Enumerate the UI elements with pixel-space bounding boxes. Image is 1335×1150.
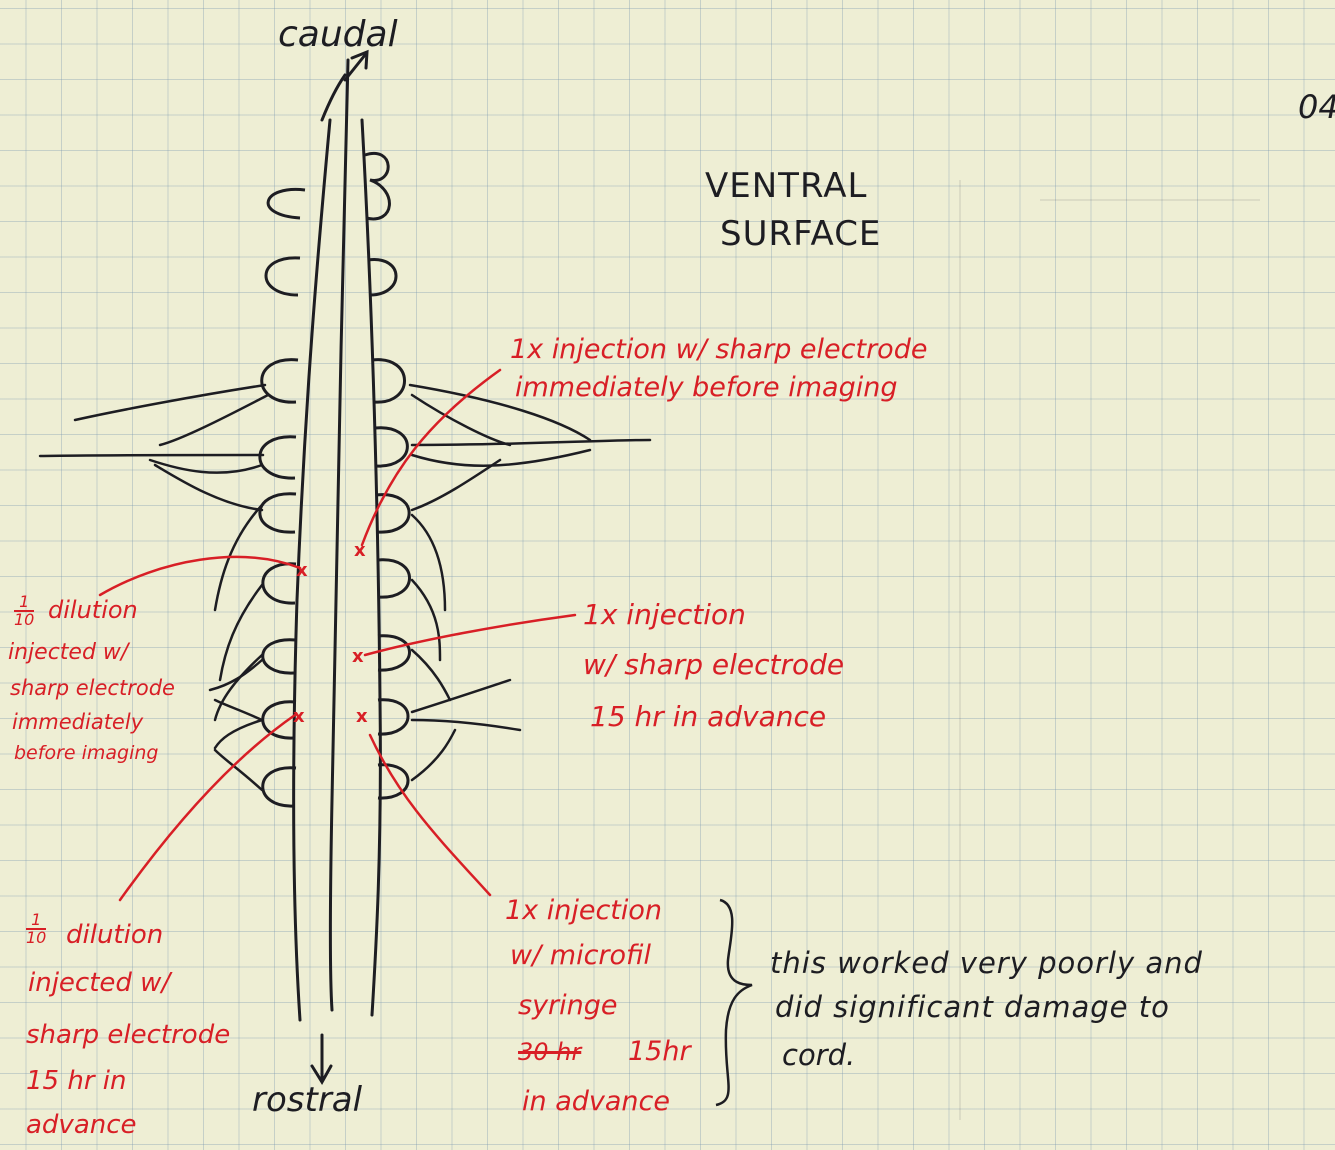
annotation-2-line-3: 15 hr in advance (590, 700, 826, 733)
annotation-4-fraction-numerator: 1 (26, 912, 46, 928)
rostral-arrow (312, 1035, 331, 1082)
annotation-4-line-5: advance (26, 1110, 137, 1140)
annotation-3-line-4: immediately (12, 710, 143, 734)
annotation-4-line-4: 15 hr in (26, 1066, 126, 1096)
comment-line-3: cord. (782, 1038, 855, 1072)
comment-line-2: did significant damage to (775, 990, 1170, 1024)
annotation-3-fraction-numerator: 1 (14, 594, 34, 610)
annotation-4-fraction: 1 10 (26, 912, 46, 946)
annotation-4-fraction-denominator: 10 (26, 928, 46, 946)
annotation-4-line-1: dilution (66, 920, 163, 950)
annotation-2-line-2: w/ sharp electrode (583, 648, 844, 681)
injection-markers: x x x x x (293, 540, 368, 727)
injection-marker: x (356, 706, 368, 727)
annotation-4-line-2: injected w/ (28, 968, 170, 998)
annotation-5-line-4: 15hr (628, 1036, 691, 1067)
rostral-label: rostral (252, 1080, 362, 1120)
annotation-leaders (100, 370, 575, 900)
annotation-3-line-5: before imaging (14, 742, 158, 764)
injection-marker: x (296, 560, 308, 581)
annotation-3-line-1: dilution (48, 596, 138, 624)
spinal-cord-outline (294, 60, 381, 1020)
title-surface: SURFACE (720, 214, 881, 254)
injection-marker: x (293, 706, 305, 727)
annotation-1-line-2: immediately before imaging (515, 372, 897, 403)
annotation-5-line-5: in advance (522, 1086, 670, 1117)
annotation-2-line-1: 1x injection (583, 598, 746, 631)
caudal-label: caudal (278, 14, 398, 55)
annotation-4-line-3: sharp electrode (26, 1020, 230, 1050)
title-ventral: VENTRAL (705, 166, 867, 206)
brace (716, 900, 752, 1105)
annotation-5-line-3: syringe (518, 990, 618, 1021)
page-number: 04 (1298, 88, 1335, 126)
injection-marker: x (354, 540, 366, 561)
right-ganglia (365, 153, 410, 798)
annotation-5-line-2: w/ microfil (510, 940, 651, 971)
annotation-3-line-3: sharp electrode (10, 676, 175, 700)
annotation-3-line-2: injected w/ (8, 640, 128, 665)
annotation-1-line-1: 1x injection w/ sharp electrode (510, 334, 927, 365)
annotation-5-line-1: 1x injection (505, 895, 662, 926)
annotation-5-struck-text: 30 hr (518, 1038, 581, 1066)
annotation-3-fraction: 1 10 (14, 594, 34, 628)
injection-marker: x (352, 646, 364, 667)
annotation-3-fraction-denominator: 10 (14, 610, 34, 628)
comment-line-1: this worked very poorly and (770, 946, 1203, 980)
